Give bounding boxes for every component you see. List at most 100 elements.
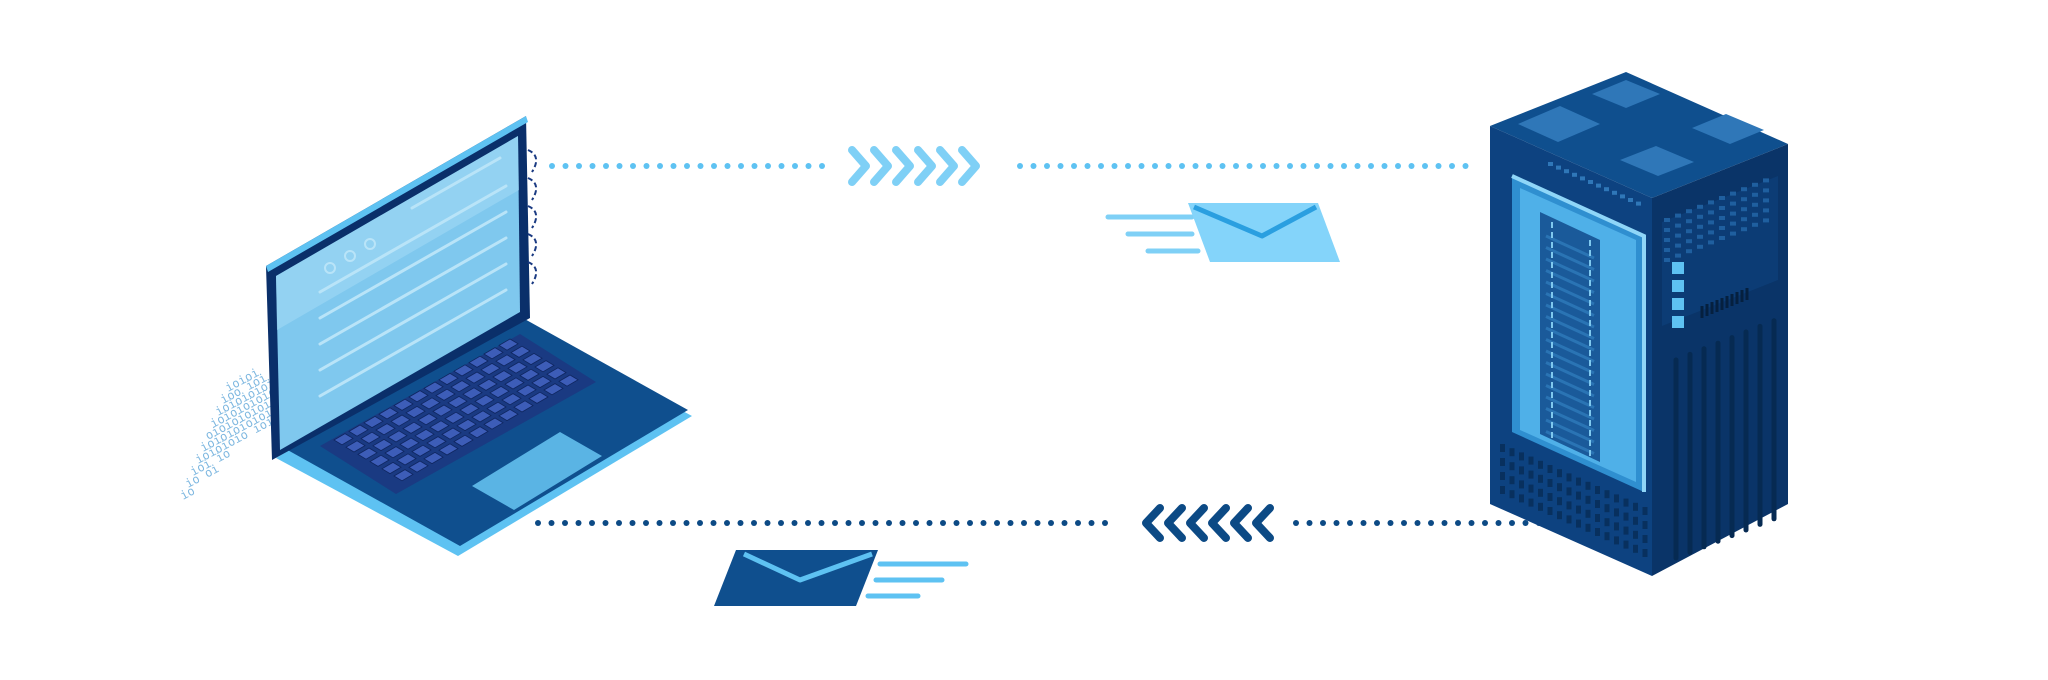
vent-slot xyxy=(1528,498,1534,507)
status-leds xyxy=(1672,262,1684,328)
key xyxy=(498,338,519,351)
vent-slot xyxy=(1538,460,1543,469)
vent-slot xyxy=(1500,486,1505,494)
key xyxy=(399,437,420,450)
vent-slot xyxy=(1538,502,1543,511)
key xyxy=(483,417,504,430)
dot xyxy=(1374,520,1380,526)
key xyxy=(417,413,438,426)
dot xyxy=(1408,163,1415,169)
key xyxy=(543,383,564,396)
vent-slot xyxy=(1633,544,1638,553)
dot xyxy=(859,520,865,526)
dot xyxy=(1347,520,1353,526)
vents-left xyxy=(1500,444,1648,557)
key xyxy=(384,446,405,459)
dot xyxy=(1084,163,1091,169)
vent-slot xyxy=(1576,491,1581,500)
key xyxy=(453,434,474,447)
vent-slot xyxy=(1566,473,1572,482)
key xyxy=(408,460,429,473)
key xyxy=(522,352,543,366)
lid-hinges xyxy=(527,149,538,285)
vent-slot xyxy=(1576,519,1581,528)
key xyxy=(348,424,369,437)
dot xyxy=(1401,520,1407,526)
speed-lines xyxy=(1105,214,1201,254)
vent-slot xyxy=(1614,508,1619,517)
dot xyxy=(1368,163,1374,169)
vent-slot xyxy=(1538,474,1543,483)
dot xyxy=(1138,163,1145,169)
dot xyxy=(1441,520,1448,526)
rack-slot xyxy=(1545,315,1595,340)
key xyxy=(360,431,381,444)
dot xyxy=(711,163,717,169)
dot xyxy=(1327,163,1334,169)
key xyxy=(477,378,498,391)
key xyxy=(519,368,540,381)
key xyxy=(393,469,414,482)
dot xyxy=(616,163,623,169)
key xyxy=(483,347,504,360)
dot xyxy=(1455,520,1461,526)
key xyxy=(393,398,414,411)
vent-slot xyxy=(1642,549,1648,557)
dot xyxy=(1468,520,1475,526)
dot xyxy=(1111,163,1118,169)
dot xyxy=(913,520,919,526)
dot xyxy=(589,520,595,526)
dot xyxy=(1435,163,1442,169)
dot xyxy=(1422,163,1428,169)
key xyxy=(369,454,390,467)
vent-slot xyxy=(1547,493,1553,501)
key xyxy=(411,444,432,457)
vent-slot xyxy=(1509,490,1515,499)
vent-slot xyxy=(1633,516,1638,525)
dot xyxy=(697,520,703,526)
dot xyxy=(1071,163,1077,169)
vent-slot xyxy=(1623,512,1629,521)
key xyxy=(495,354,516,367)
dot xyxy=(994,520,1000,526)
speed-lines xyxy=(865,561,969,599)
rack-slot xyxy=(1545,349,1595,375)
upper-dotted-line-right xyxy=(1017,163,1469,169)
key xyxy=(444,411,465,424)
key xyxy=(501,393,522,406)
dot xyxy=(670,163,677,169)
key xyxy=(408,390,429,403)
vent-slot xyxy=(1528,456,1534,465)
key xyxy=(435,388,456,401)
chevrons-left-icon xyxy=(1142,504,1274,542)
key xyxy=(534,360,555,373)
dot xyxy=(1509,520,1515,526)
dot xyxy=(805,520,811,526)
dot xyxy=(872,520,879,526)
vent-slot xyxy=(1538,488,1543,497)
dot xyxy=(684,163,690,169)
vent-slot xyxy=(1547,479,1553,487)
vent-slot xyxy=(1623,526,1629,535)
key xyxy=(438,372,459,386)
dot xyxy=(1462,163,1469,169)
dot xyxy=(1102,520,1108,526)
dot xyxy=(670,520,676,526)
vent-slot xyxy=(1623,540,1629,549)
vent-slot xyxy=(1585,481,1591,490)
vent-slot xyxy=(1614,494,1619,503)
dot xyxy=(562,520,568,526)
key xyxy=(447,395,468,409)
top-vents xyxy=(1548,162,1769,262)
key xyxy=(468,426,489,439)
vent-slot xyxy=(1566,501,1572,510)
dot xyxy=(1034,520,1041,526)
binary-line: io xyxy=(178,484,197,503)
vent-slot xyxy=(1557,497,1562,506)
key xyxy=(357,447,378,460)
vent-slot xyxy=(1633,530,1638,539)
key xyxy=(510,345,531,358)
dot xyxy=(1354,163,1361,169)
vent-slot xyxy=(1642,507,1648,515)
dot xyxy=(1260,163,1266,169)
